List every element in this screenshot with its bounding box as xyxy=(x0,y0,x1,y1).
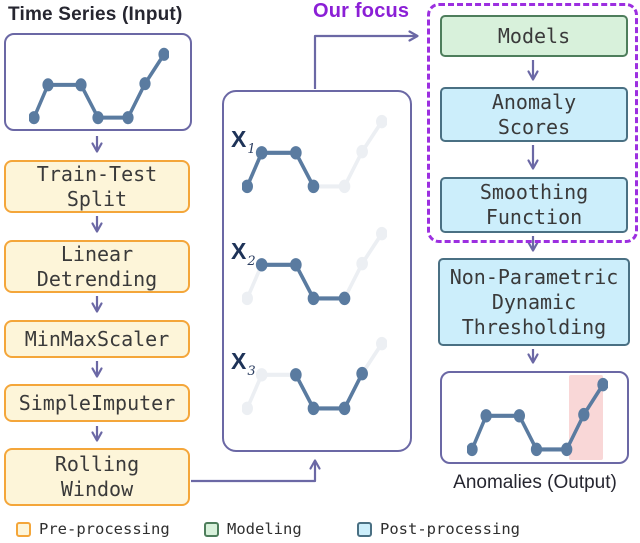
window-1-chart xyxy=(242,114,387,194)
output-label: Anomalies (Output) xyxy=(453,472,617,493)
input-series-chart xyxy=(29,47,169,125)
legend-label-postprocessing: Post-processing xyxy=(380,520,520,538)
window-1-label: X1 xyxy=(231,128,256,161)
our-focus-frame xyxy=(427,3,638,243)
step-train-test-split: Train-Test Split xyxy=(4,160,190,213)
window-2-chart xyxy=(242,226,387,306)
step-linear-detrending: Linear Detrending xyxy=(4,240,190,293)
legend-label-modeling: Modeling xyxy=(227,520,302,538)
window-3-chart xyxy=(242,336,387,416)
legend-item-modeling: Modeling xyxy=(204,520,302,538)
step-anomaly-scores: Anomaly Scores xyxy=(440,87,628,142)
step-npd-thresholding: Non-Parametric Dynamic Thresholding xyxy=(438,258,630,346)
output-series-box xyxy=(440,371,629,464)
rolling-windows-box: X1 X2 X3 xyxy=(222,90,412,452)
step-smoothing-function: Smoothing Function xyxy=(440,177,628,233)
our-focus-label: Our focus xyxy=(313,0,410,22)
window-2-label: X2 xyxy=(231,240,256,273)
legend-swatch-modeling xyxy=(204,521,219,537)
step-simpleimputer: SimpleImputer xyxy=(4,384,190,422)
step-rolling-window: Rolling Window xyxy=(4,448,190,506)
window-2-label-sub: 2 xyxy=(247,254,256,269)
window-3-label: X3 xyxy=(231,350,256,383)
window-1-label-sub: 1 xyxy=(247,142,256,157)
legend-label-preprocessing: Pre-processing xyxy=(39,520,170,538)
output-series-chart xyxy=(467,377,608,457)
legend-swatch-postprocessing xyxy=(357,521,372,537)
legend-item-preprocessing: Pre-processing xyxy=(16,520,170,538)
window-3-label-base: X xyxy=(231,348,247,374)
window-2-label-base: X xyxy=(231,238,247,264)
window-3-label-sub: 3 xyxy=(247,364,256,379)
step-models: Models xyxy=(440,15,628,57)
input-series-box xyxy=(4,33,192,131)
input-title: Time Series (Input) xyxy=(8,4,183,25)
step-minmaxscaler: MinMaxScaler xyxy=(4,320,190,358)
legend-swatch-preprocessing xyxy=(16,521,31,537)
window-1-label-base: X xyxy=(231,126,247,152)
legend-item-postprocessing: Post-processing xyxy=(357,520,520,538)
